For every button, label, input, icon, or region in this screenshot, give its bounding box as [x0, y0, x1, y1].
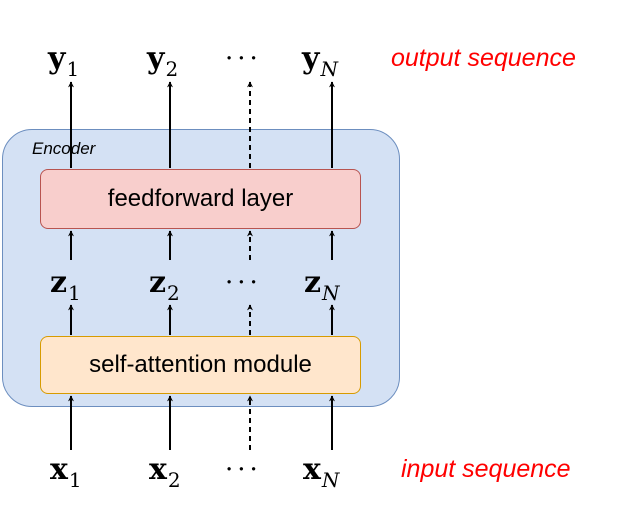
- feedforward-layer-box: feedforward layer: [40, 169, 361, 229]
- intermediate-zn: zN: [304, 265, 340, 306]
- output-y2: y2: [147, 41, 179, 82]
- input-sequence-label: input sequence: [401, 455, 571, 483]
- input-x1: x1: [50, 452, 82, 493]
- intermediate-z2: z2: [149, 265, 180, 306]
- input-ellipsis: ···: [225, 455, 262, 485]
- self-attention-module-box: self-attention module: [40, 336, 361, 394]
- self-attention-module-label: self-attention module: [89, 351, 312, 378]
- output-sequence-label: output sequence: [391, 44, 576, 72]
- output-y1: y1: [48, 41, 80, 82]
- intermediate-z1: z1: [50, 265, 81, 306]
- input-xn: xN: [303, 452, 340, 493]
- encoder-label: Encoder: [32, 139, 96, 158]
- output-yn: yN: [302, 41, 338, 82]
- feedforward-layer-label: feedforward layer: [107, 185, 294, 212]
- output-ellipsis: ···: [225, 44, 262, 74]
- intermediate-ellipsis: ···: [225, 268, 262, 298]
- input-x2: x2: [149, 452, 181, 493]
